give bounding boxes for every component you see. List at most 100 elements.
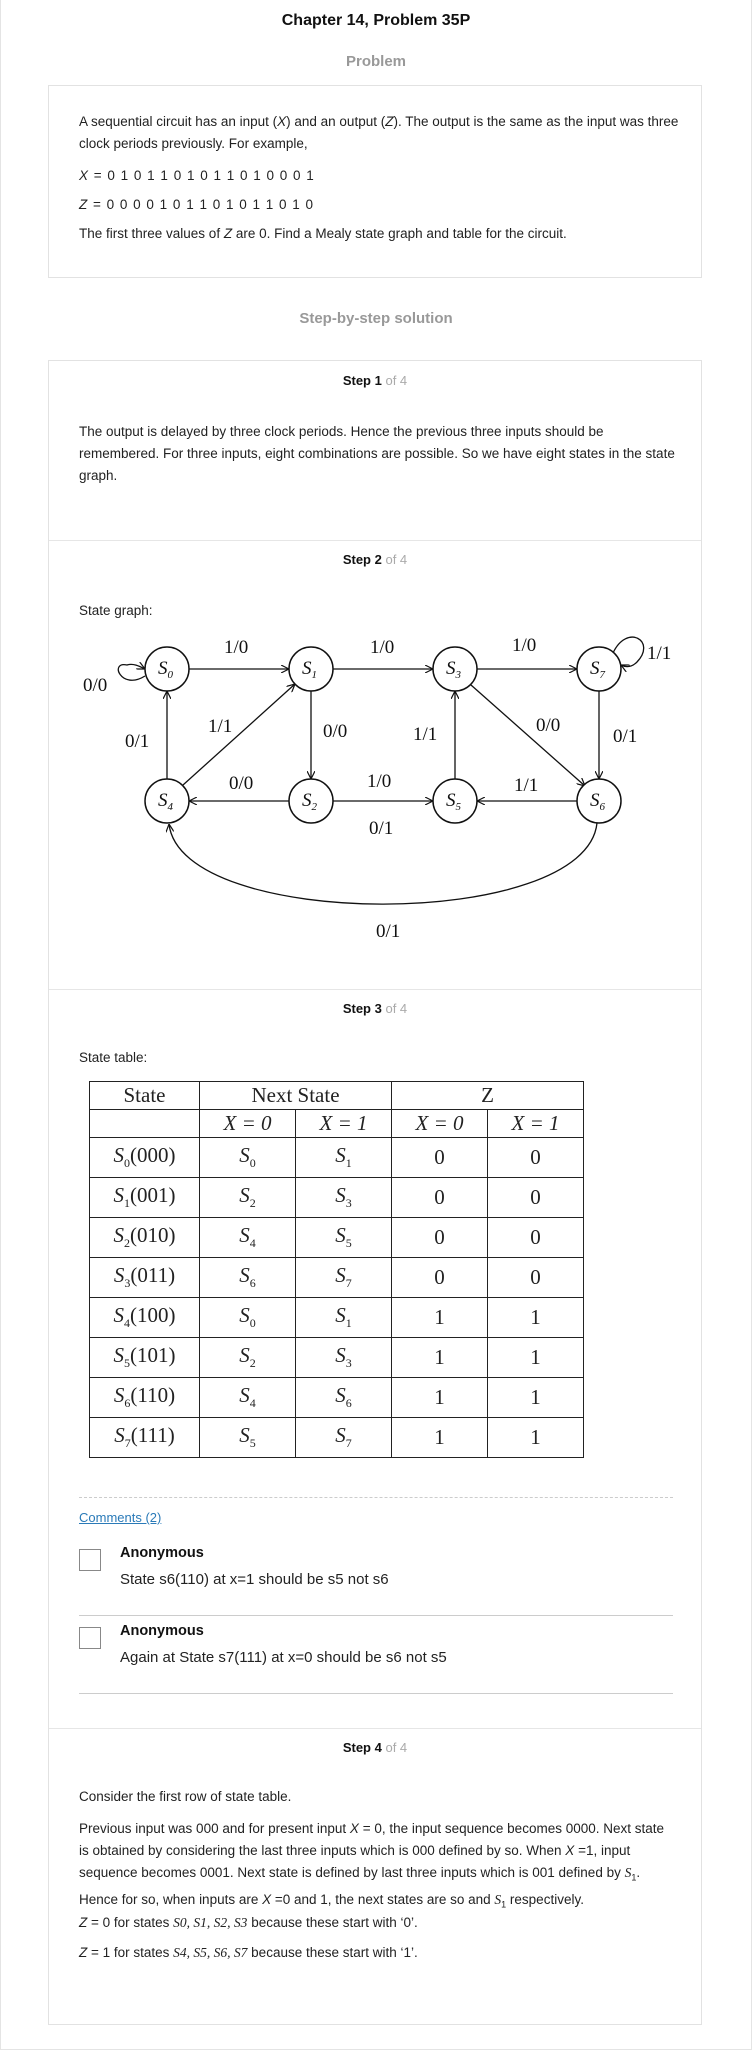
cell-next-x0: S4 (199, 1217, 296, 1258)
step-4-title: Step 4 of 4 (342, 1740, 408, 1755)
state-s2 (288, 778, 334, 824)
label-s6-s5: 1/1 (514, 775, 538, 796)
cell-next-x1: S7 (295, 1417, 392, 1458)
solution-heading: Step-by-step solution (299, 310, 453, 327)
edge-s6-s4 (169, 822, 598, 905)
step-1-title: Step 1 of 4 (342, 373, 408, 388)
cell-next-x0: S2 (199, 1337, 296, 1378)
problem-outro: The first three values of Z are 0. Find … (79, 226, 567, 241)
state-graph: S0 S1 S3 S7 S4 S2 S5 S6 0/0 1/0 1/0 1/0 … (83, 635, 671, 942)
step-4: Step 4 of 4 Consider the first row of st… (49, 1728, 701, 2018)
cell-state: S3(011) (89, 1257, 200, 1298)
cell-state: S5(101) (89, 1337, 200, 1378)
header-z: Z (391, 1081, 584, 1110)
problem-intro: A sequential circuit has an input (X) an… (79, 114, 679, 151)
comment-item: Anonymous State s6(110) at x=1 should be… (79, 1545, 673, 1623)
step-3: Step 3 of 4 State table: State Next Stat… (49, 989, 701, 1694)
state-s1 (288, 646, 334, 692)
label-s1-s2: 0/0 (323, 721, 347, 742)
cell-next-x0: S0 (199, 1137, 296, 1178)
state-s4 (144, 778, 190, 824)
cell-next-x1: S7 (295, 1257, 392, 1298)
page-title: Chapter 14, Problem 35P (281, 12, 471, 29)
comment-author: Anonymous (120, 1545, 204, 1561)
cell-next-x1: S1 (295, 1137, 392, 1178)
edge-s7-loop (612, 636, 645, 666)
z-sequence: Z = 0 0 0 0 1 0 1 1 0 1 0 1 1 0 1 0 (79, 197, 315, 212)
avatar (79, 1549, 101, 1571)
header-next-x0: X = 0 (199, 1109, 296, 1138)
cell-z-x1: 1 (487, 1337, 584, 1378)
label-s4-s0: 0/1 (125, 731, 149, 752)
cell-next-x0: S5 (199, 1417, 296, 1458)
state-table-caption: State table: (79, 1050, 148, 1065)
header-z-x1: X = 1 (487, 1109, 584, 1138)
cell-z-x1: 0 (487, 1177, 584, 1218)
cell-z-x1: 1 (487, 1417, 584, 1458)
edge-s0-loop (117, 664, 145, 681)
cell-state: S4(100) (89, 1297, 200, 1338)
cell-z-x0: 1 (391, 1337, 488, 1378)
step-4-p1: Consider the first row of state table. (79, 1789, 292, 1804)
step-1-text: The output is delayed by three clock per… (79, 424, 675, 483)
step-4-z0: Z = 0 for states S0, S1, S2, S3 because … (79, 1915, 418, 1930)
state-s5 (432, 778, 478, 824)
label-s5-s3: 1/1 (413, 724, 437, 745)
problem-box: A sequential circuit has an input (X) an… (48, 85, 702, 278)
cell-state: S1(001) (89, 1177, 200, 1218)
cell-z-x0: 0 (391, 1177, 488, 1218)
label-s3-s6: 0/0 (536, 715, 560, 736)
label-s0-loop: 0/0 (83, 675, 107, 696)
state-s3 (432, 646, 478, 692)
header-next-state: Next State (199, 1081, 392, 1110)
step-4-p2: Previous input was 000 and for present i… (79, 1821, 665, 1910)
comments-link[interactable]: Comments (2) (79, 1510, 162, 1525)
cell-state: S2(010) (89, 1217, 200, 1258)
edge-s4-s1 (182, 684, 295, 786)
label-s2-s5: 1/0 (367, 771, 391, 792)
cell-state: S6(110) (89, 1377, 200, 1418)
cell-z-x1: 0 (487, 1137, 584, 1178)
comment-author: Anonymous (120, 1623, 204, 1639)
label-s7-loop: 1/1 (647, 643, 671, 664)
state-s7 (576, 646, 622, 692)
cell-next-x0: S2 (199, 1177, 296, 1218)
step-2-title: Step 2 of 4 (342, 552, 408, 567)
header-z-x0: X = 0 (391, 1109, 488, 1138)
cell-z-x1: 1 (487, 1377, 584, 1418)
label-s1-s3: 1/0 (370, 637, 394, 658)
cell-next-x1: S3 (295, 1337, 392, 1378)
cell-z-x0: 0 (391, 1137, 488, 1178)
header-next-x1: X = 1 (295, 1109, 392, 1138)
comment-divider (79, 1693, 673, 1694)
step-separator (49, 1728, 701, 1729)
label-s2-s4: 0/0 (229, 773, 253, 794)
label-s0-s1: 1/0 (224, 637, 248, 658)
comment-item: Anonymous Again at State s7(111) at x=0 … (79, 1623, 673, 1701)
comment-divider (79, 1615, 673, 1616)
cell-next-x0: S6 (199, 1257, 296, 1298)
avatar (79, 1627, 101, 1649)
state-s6 (576, 778, 622, 824)
step-separator (49, 540, 701, 541)
label-s6-s4: 0/1 (376, 921, 400, 942)
state-graph-caption: State graph: (79, 603, 153, 618)
label-s3-s7: 1/0 (512, 635, 536, 656)
label-s5-s2: 0/1 (369, 818, 393, 839)
cell-z-x0: 1 (391, 1297, 488, 1338)
cell-z-x0: 0 (391, 1257, 488, 1298)
cell-z-x1: 0 (487, 1257, 584, 1298)
state-table: State Next State Z X = 0 X = 1 X = 0 X =… (89, 1081, 584, 1458)
cell-state: S0(000) (89, 1137, 200, 1178)
cell-state: S7(111) (89, 1417, 200, 1458)
cell-z-x0: 1 (391, 1417, 488, 1458)
comments-divider (79, 1497, 673, 1498)
